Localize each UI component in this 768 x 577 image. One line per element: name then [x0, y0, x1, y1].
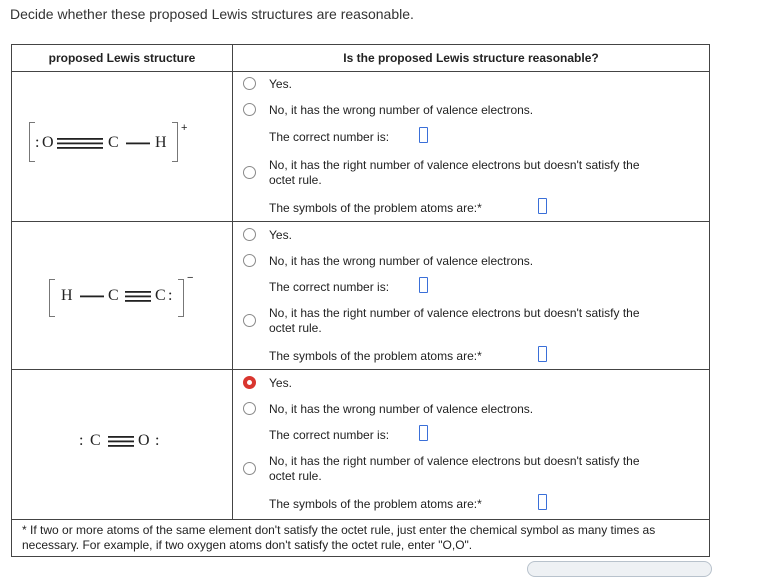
option-wrong-valence-label: No, it has the wrong number of valence e… [269, 402, 534, 416]
lone-pair-colon: : [79, 432, 84, 449]
option-octet-line2: octet rule. [269, 469, 322, 483]
option-yes-label: Yes. [269, 376, 292, 390]
radio-wrong-valence[interactable] [243, 103, 256, 116]
column-header-structure: proposed Lewis structure [48, 51, 196, 65]
scroll-indicator[interactable] [527, 561, 712, 577]
problem-atoms-label: The symbols of the problem atoms are:* [269, 201, 482, 215]
correct-number-label: The correct number is: [269, 428, 390, 442]
radio-wrong-valence[interactable] [243, 402, 256, 415]
problem-atoms-label: The symbols of the problem atoms are:* [269, 497, 482, 511]
charge-label: + [181, 122, 188, 134]
option-octet-line2: octet rule. [269, 173, 322, 187]
atom-oxygen: O [138, 432, 150, 449]
correct-number-input[interactable] [419, 277, 428, 293]
triple-bond [57, 138, 103, 149]
correct-number-input[interactable] [419, 425, 428, 441]
radio-octet[interactable] [243, 314, 256, 327]
radio-yes-selected[interactable] [243, 376, 256, 389]
lewis-structures-table: proposed Lewis structure Is the proposed… [11, 44, 710, 557]
correct-number-label: The correct number is: [269, 280, 390, 294]
atom-carbon: C [108, 287, 119, 304]
option-octet-line1: No, it has the right number of valence e… [269, 306, 640, 320]
option-octet-line1: No, it has the right number of valence e… [269, 158, 640, 172]
option-wrong-valence-label: No, it has the wrong number of valence e… [269, 103, 534, 117]
column-header-reasonable: Is the proposed Lewis structure reasonab… [343, 51, 599, 65]
left-bracket [49, 279, 55, 317]
charge-label: − [187, 272, 194, 284]
single-bond [126, 142, 150, 145]
problem-atoms-label: The symbols of the problem atoms are:* [269, 349, 482, 363]
radio-yes[interactable] [243, 77, 256, 90]
correct-number-label: The correct number is: [269, 130, 390, 144]
lone-pair-colon: : [35, 134, 40, 151]
lone-pair-colon: : [155, 432, 160, 449]
left-bracket [29, 122, 35, 162]
option-octet-line2: octet rule. [269, 321, 322, 335]
option-wrong-valence-label: No, it has the wrong number of valence e… [269, 254, 534, 268]
atom-hydrogen: H [61, 287, 73, 304]
option-yes-label: Yes. [269, 77, 292, 91]
row-divider-2 [12, 369, 709, 370]
problem-atoms-input[interactable] [538, 494, 547, 510]
option-octet-line1: No, it has the right number of valence e… [269, 454, 640, 468]
atom-carbon: C [90, 432, 101, 449]
radio-wrong-valence[interactable] [243, 254, 256, 267]
problem-atoms-input[interactable] [538, 198, 547, 214]
right-bracket [178, 279, 184, 317]
atom-carbon: C [155, 287, 166, 304]
problem-atoms-input[interactable] [538, 346, 547, 362]
radio-octet[interactable] [243, 166, 256, 179]
column-divider [232, 45, 233, 519]
lone-pair-colon: : [168, 287, 173, 304]
atom-carbon: C [108, 134, 119, 151]
instruction-text: Decide whether these proposed Lewis stru… [10, 6, 414, 22]
row-divider-3 [12, 519, 709, 520]
triple-bond [125, 291, 151, 302]
single-bond [80, 295, 104, 298]
row-divider-1 [12, 221, 709, 222]
atom-hydrogen: H [155, 134, 167, 151]
correct-number-input[interactable] [419, 127, 428, 143]
option-yes-label: Yes. [269, 228, 292, 242]
right-bracket [172, 122, 178, 162]
atom-oxygen: O [42, 134, 54, 151]
radio-octet[interactable] [243, 462, 256, 475]
table-header-row: proposed Lewis structure Is the proposed… [12, 45, 709, 72]
radio-yes[interactable] [243, 228, 256, 241]
octet-rule-footnote: * If two or more atoms of the same eleme… [22, 523, 656, 552]
triple-bond [108, 436, 134, 447]
